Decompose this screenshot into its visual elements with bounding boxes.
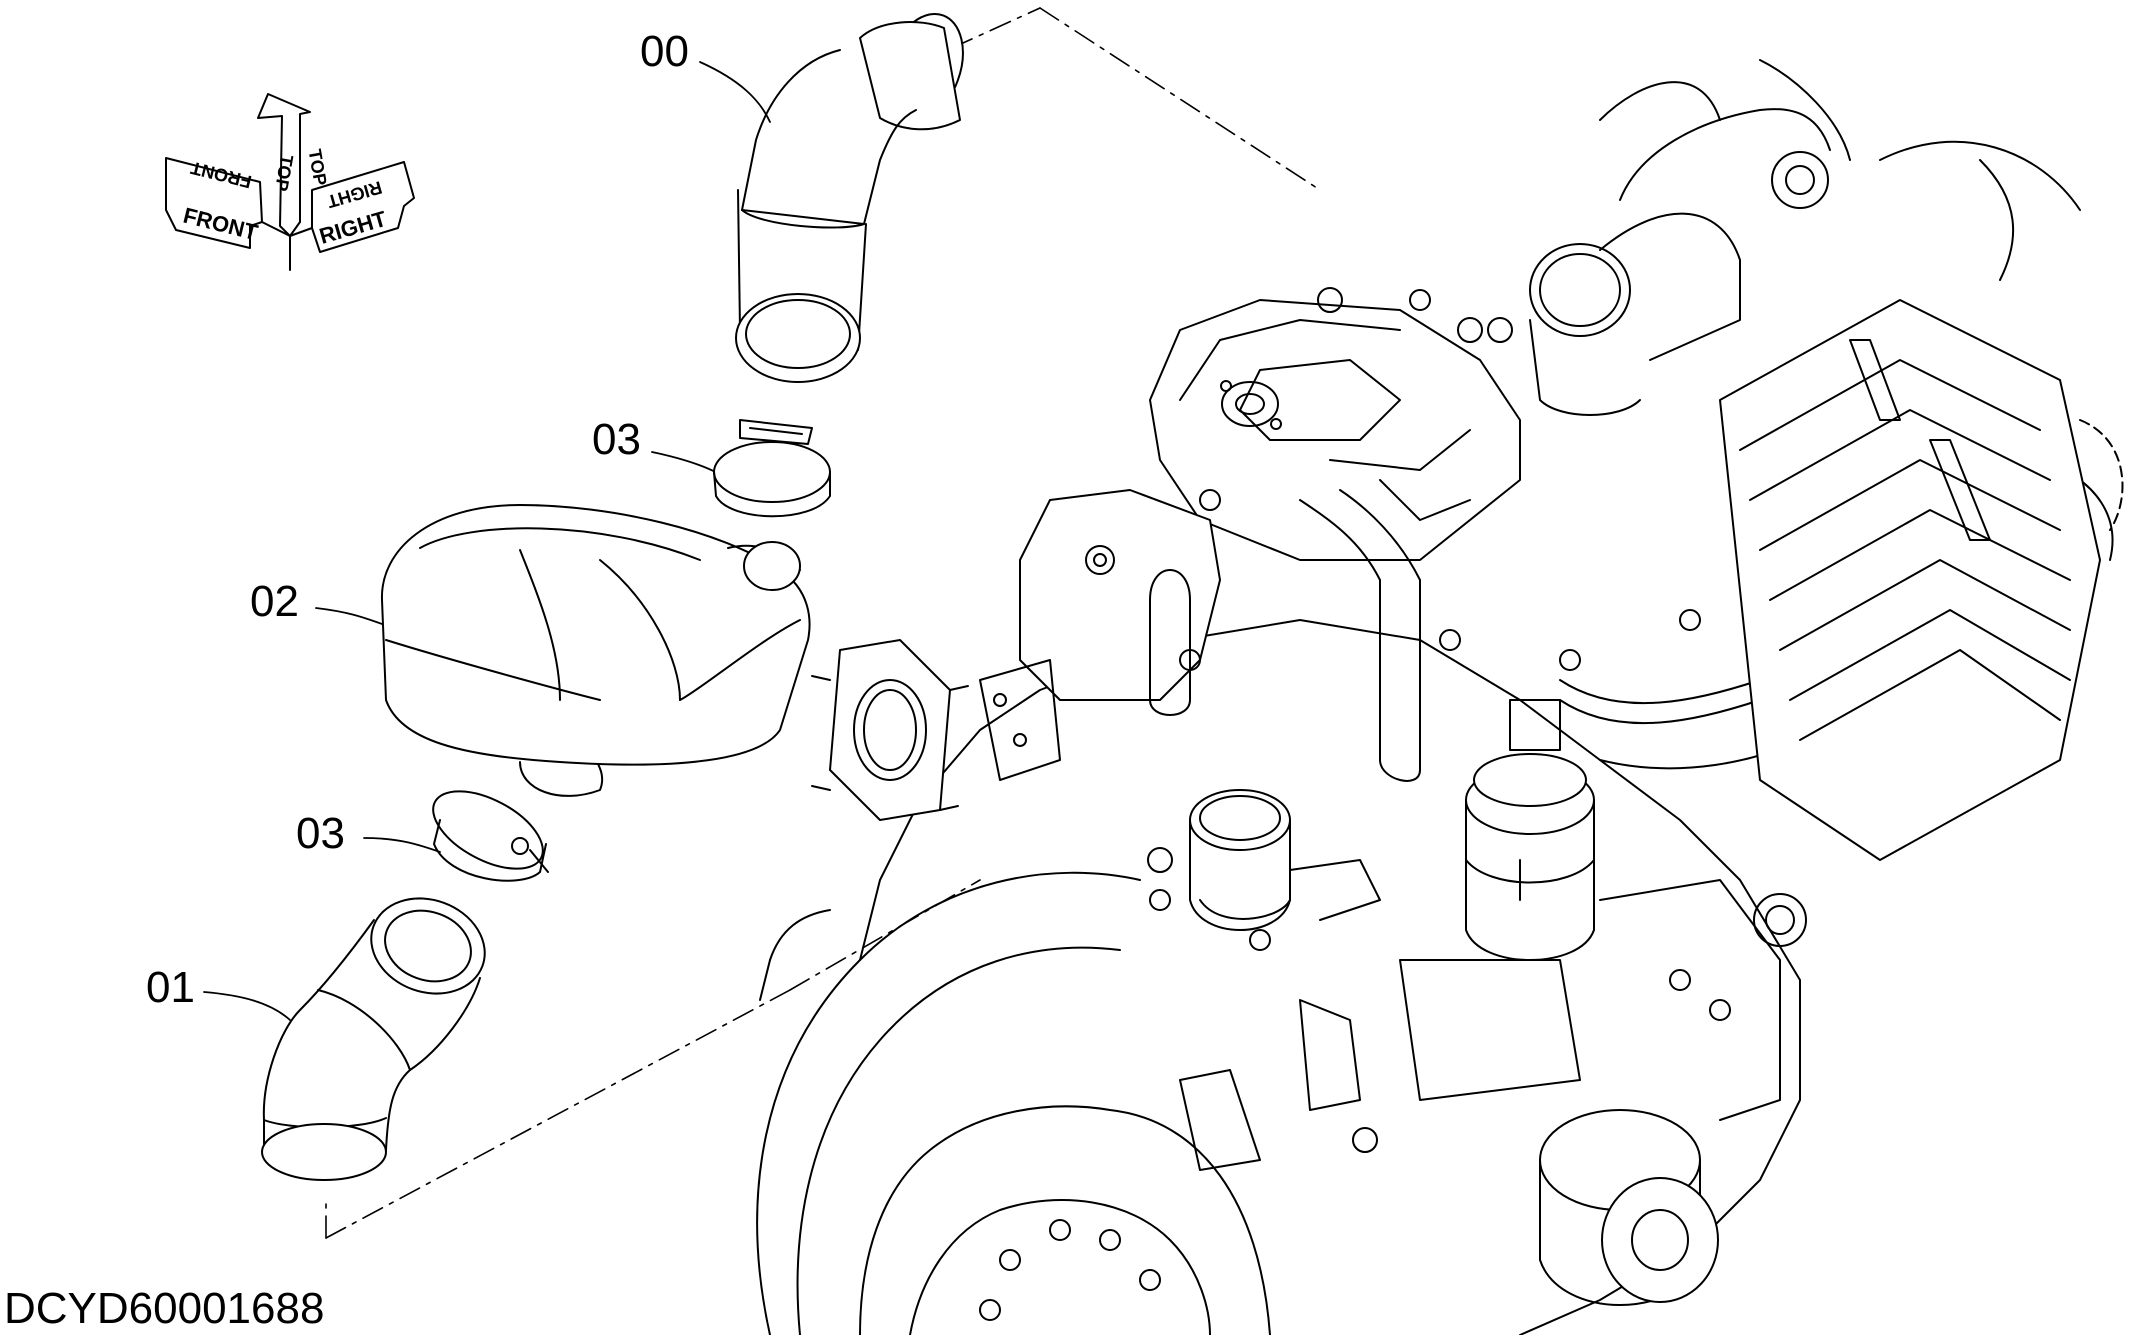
orientation-top-label-mirror: TOP	[305, 148, 331, 188]
engine-assembly	[756, 59, 2124, 1336]
part-00-upper-hose	[735, 12, 964, 383]
oil-filter	[1539, 1109, 1719, 1306]
drawing-code: DCYD60001688	[4, 1284, 325, 1333]
part-label-03-lower: 03	[296, 809, 345, 858]
part-label-01: 01	[146, 963, 195, 1012]
part-03-lower-clamp	[432, 790, 549, 882]
orientation-indicator: FRONT FRONT TOP TOP RIGHT RIGHT	[165, 93, 415, 271]
part-02-air-cleaner	[380, 504, 811, 797]
part-label-02: 02	[250, 577, 299, 626]
part-03-upper-clamp	[713, 419, 831, 518]
engine-intake-pipe	[1189, 789, 1381, 931]
flywheel-housing	[756, 871, 1271, 1336]
fuel-filter	[1465, 699, 1595, 961]
valve-cover	[1149, 299, 1521, 561]
right-arrow-shape	[311, 161, 415, 253]
heat-exchanger	[1719, 299, 2101, 861]
cooling-fan	[1599, 59, 2124, 561]
top-elbow	[1529, 212, 1741, 416]
lower-block-details	[1179, 879, 1807, 1171]
bolts	[1147, 287, 1731, 1021]
front-arrow-shape	[165, 157, 263, 249]
mounting-bracket	[979, 489, 1221, 781]
intake-flange	[811, 639, 969, 821]
part-label-00: 00	[640, 27, 689, 76]
part-label-03-upper: 03	[592, 415, 641, 464]
part-01-lower-hose	[261, 897, 486, 1181]
